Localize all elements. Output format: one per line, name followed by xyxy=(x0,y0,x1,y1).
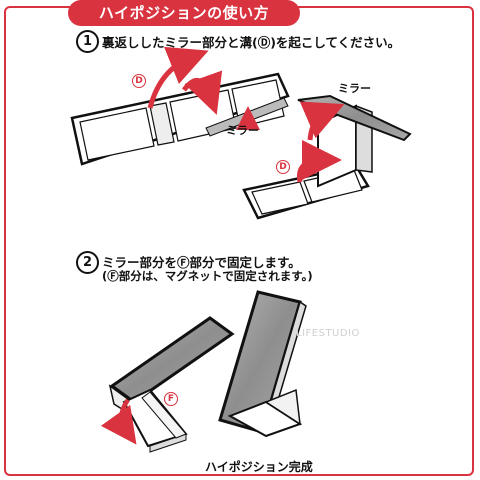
mark-d-1: D xyxy=(132,74,146,88)
step-1-text: 裏返ししたミラー部分と溝(Ⓓ)を起こしてください。 xyxy=(102,35,401,50)
tilted-stand-illustration xyxy=(100,316,235,453)
page-title: ハイポジションの使い方 xyxy=(68,0,300,26)
label-mirror-1: ミラー xyxy=(226,124,259,137)
raised-case-illustration xyxy=(242,94,412,220)
step-1-number: 1 xyxy=(76,30,99,53)
mark-d-2: D xyxy=(276,160,290,174)
completion-caption: ハイポジション完成 xyxy=(205,460,313,474)
step-2-subtext: (Ⓕ部分は、マグネットで固定されます。) xyxy=(102,269,313,283)
flat-case-illustration xyxy=(70,46,290,166)
label-mirror-2: ミラー xyxy=(338,82,371,95)
step-2-number: 2 xyxy=(76,251,99,274)
step-2-text: ミラー部分をⒻ部分で固定します。 xyxy=(102,255,301,270)
upright-stand-illustration xyxy=(218,290,307,438)
watermark: LIFESTUDIO xyxy=(296,328,360,339)
mark-f: F xyxy=(164,392,178,406)
